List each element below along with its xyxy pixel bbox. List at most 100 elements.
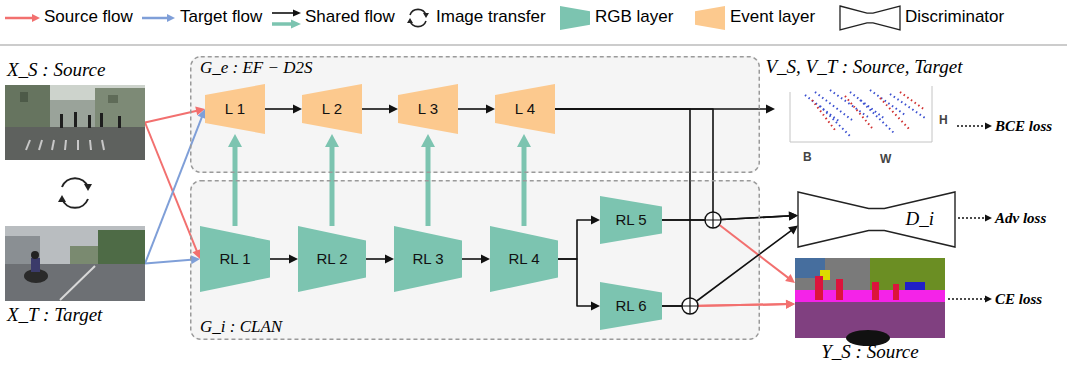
label-holder: X_T : Target <box>7 304 102 327</box>
node-label: L 4 <box>515 100 535 118</box>
label-holder: RL 1 <box>200 226 270 292</box>
label-holder: L 4 <box>495 84 555 134</box>
legend-text: Shared flow <box>305 7 395 26</box>
connector <box>558 259 600 311</box>
axis-label: H <box>939 113 948 127</box>
legend-swatch <box>695 6 725 30</box>
loss-label: BCE loss <box>995 118 1052 134</box>
axis-label: B <box>803 150 812 164</box>
label-holder: L 1 <box>205 84 265 134</box>
source-photo <box>5 85 145 160</box>
separator-line <box>0 45 1067 46</box>
legend-text: Target flow <box>180 7 262 26</box>
source-image: X_S : Source <box>5 85 145 160</box>
label-holder: D_i <box>884 192 955 247</box>
generator-group: G_i : CLAN RL 1 RL 2 RL 3 RL 4 RL 5 RL 6 <box>190 180 760 340</box>
outline <box>190 180 760 340</box>
connector <box>662 220 795 283</box>
label-holder: RL 4 <box>490 226 558 292</box>
label-holder: G_i : CLAN <box>200 317 282 337</box>
rgb-layer: RL 2 <box>298 226 366 292</box>
node-label: RL 6 <box>615 297 646 315</box>
label-holder: W <box>880 149 891 167</box>
node-label: L 3 <box>418 100 438 118</box>
label-holder: B <box>803 147 812 165</box>
node-label: Y_S : Source <box>821 341 918 362</box>
axis-label: W <box>880 152 891 166</box>
rgb-layer: RL 6 <box>600 282 662 330</box>
connector <box>366 255 394 264</box>
legend-item: Discriminator <box>905 7 1004 27</box>
connector <box>458 105 495 114</box>
label-holder: BCE loss <box>995 117 1052 135</box>
label-holder: RL 6 <box>600 282 662 330</box>
label-holder: G_e : EF − D2S <box>200 58 313 78</box>
label-holder: CE loss <box>995 290 1042 308</box>
node-label: G_i : CLAN <box>200 317 282 336</box>
legend-text: Source flow <box>44 7 133 26</box>
segmentation-map: Y_S : Source <box>795 258 945 338</box>
connector <box>558 216 600 260</box>
label-holder: L 3 <box>398 84 458 134</box>
connector <box>362 105 398 114</box>
legend-text: RGB layer <box>595 7 673 26</box>
node-label: D_i <box>905 208 934 231</box>
loss-label: Adv loss <box>995 210 1046 226</box>
legend-swatch <box>560 6 590 30</box>
node-label: RL 5 <box>615 211 646 229</box>
node-label: X_T : Target <box>7 304 102 325</box>
label-holder: Adv loss <box>995 209 1046 227</box>
connector <box>145 255 200 264</box>
legend-item: Target flow <box>180 7 262 27</box>
node-label: RL 1 <box>219 250 250 268</box>
legend-item: Image transfer <box>436 7 546 27</box>
rgb-layer: RL 4 <box>490 226 558 292</box>
event-volume: V_S, V_T : Source, Target <box>775 82 953 170</box>
event-layer: L 4 <box>495 84 555 134</box>
discriminator: D_i <box>798 192 955 247</box>
legend-sample <box>5 6 900 30</box>
label-holder: L 2 <box>302 84 362 134</box>
connector <box>662 226 798 307</box>
legend-text: Discriminator <box>905 7 1004 26</box>
connector <box>462 255 490 264</box>
loss-label: CE loss <box>995 291 1042 307</box>
node-label: L 2 <box>322 100 342 118</box>
label-holder: V_S, V_T : Source, Target <box>765 56 962 79</box>
node-label: RL 2 <box>316 250 347 268</box>
node-label: RL 3 <box>412 250 443 268</box>
label-holder: X_S : Source <box>7 59 106 82</box>
label-holder: Y_S : Source <box>821 341 918 364</box>
event-layer: L 1 <box>205 84 265 134</box>
target-image: X_T : Target <box>5 226 145 301</box>
legend-item: RGB layer <box>595 7 673 27</box>
legend-item: Event layer <box>730 7 815 27</box>
legend-text: Event layer <box>730 7 815 26</box>
connector <box>555 109 798 220</box>
transfer-icon <box>58 178 92 208</box>
node-label: RL 4 <box>508 250 539 268</box>
legend-item: Shared flow <box>305 7 395 27</box>
connector <box>265 105 302 114</box>
connector <box>270 255 298 264</box>
legend-text: Image transfer <box>436 7 546 26</box>
node-label: V_S, V_T : Source, Target <box>765 56 962 77</box>
label-holder: RL 3 <box>394 226 462 292</box>
node-label: X_S : Source <box>7 59 106 80</box>
legend-item: Source flow <box>44 7 133 27</box>
label-holder: H <box>939 110 948 128</box>
label-holder: RL 5 <box>600 196 662 244</box>
connector <box>145 109 206 264</box>
event-volume-plot <box>775 82 953 170</box>
node-label: L 1 <box>225 100 245 118</box>
event-layer: L 3 <box>398 84 458 134</box>
node-label: G_e : EF − D2S <box>200 58 313 77</box>
sum-symbol <box>682 212 721 314</box>
connector <box>662 211 798 220</box>
target-photo <box>5 226 145 301</box>
rgb-layer: RL 3 <box>394 226 462 292</box>
rgb-layer: RL 5 <box>600 196 662 244</box>
event-layer: L 2 <box>302 84 362 134</box>
